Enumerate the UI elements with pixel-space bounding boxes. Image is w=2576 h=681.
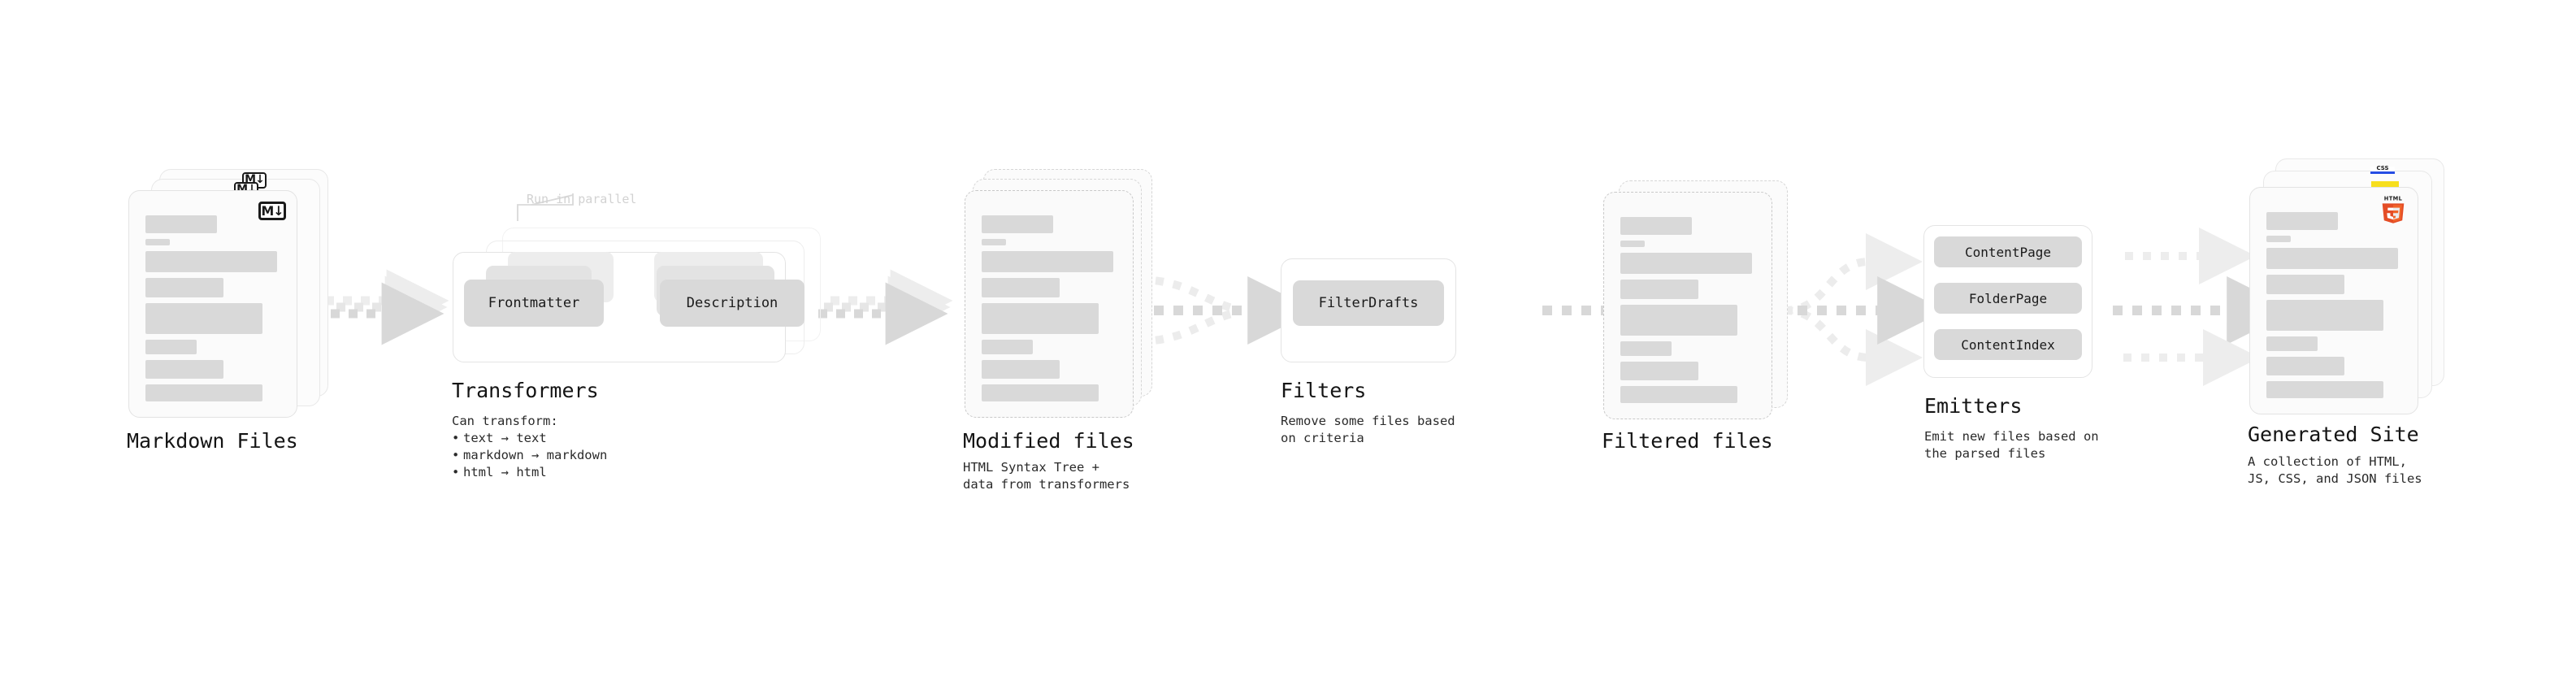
emitters-description: Emit new files based on the parsed files [1924,428,2099,462]
generated-site-card[interactable]: HTML [2249,187,2418,414]
transformers-bullet: html → html [452,464,607,481]
html5-icon: HTML [2382,196,2405,223]
arrow-emitters-to-site [2113,228,2296,386]
content-bar [2266,381,2383,398]
generated-site-description-line: JS, CSS, and JSON files [2248,471,2422,486]
modified-files-description: HTML Syntax Tree + data from transformer… [963,459,1130,493]
arrow-filtered-to-emitters [1778,233,1946,386]
content-bar [145,360,223,379]
modified-file-card[interactable] [965,190,1134,418]
content-bar [2266,336,2318,351]
markdown-file-card[interactable]: M↓ [128,190,297,418]
stage-title-filters: Filters [1281,379,1367,402]
filters-description-line: Remove some files based [1281,414,1455,428]
content-bar [2266,275,2344,294]
content-bar [2266,300,2383,331]
arrow-modified-to-filters [1134,275,1316,345]
emitter-node-contentindex[interactable]: ContentIndex [1934,329,2082,360]
modified-files-description-line: data from transformers [963,477,1130,492]
filtered-file-card[interactable] [1603,192,1772,419]
stage-title-filtered-files: Filtered files [1602,429,1773,453]
content-bar [1620,241,1645,247]
content-bar [982,278,1060,297]
content-bar [2266,357,2344,375]
content-bar [982,251,1113,272]
run-in-parallel-leader [517,193,574,221]
transformers-bullet: text → text [452,430,607,447]
content-bar [2266,236,2291,242]
content-bar [982,360,1060,379]
transformer-node-description[interactable]: Description [660,280,804,327]
generated-site-description-line: A collection of HTML, [2248,454,2407,469]
content-bar [1620,341,1672,356]
transformers-bullet: markdown → markdown [452,447,607,464]
modified-card-content-bars [982,215,1117,407]
content-bar [982,215,1053,233]
content-bar [982,340,1033,354]
content-bar [2266,248,2398,269]
modified-files-description-line: HTML Syntax Tree + [963,460,1099,475]
transformers-description-line: Can transform: [452,414,558,428]
emitter-node-folderpage[interactable]: FolderPage [1934,283,2082,314]
run-in-parallel-label: Run in parallel [527,192,637,206]
stage-title-emitters: Emitters [1924,394,2023,418]
markdown-icon: M↓ [258,202,286,220]
content-bar [982,239,1006,245]
css3-icon-underline [2370,171,2395,174]
emitter-node-contentpage[interactable]: ContentPage [1934,236,2082,267]
content-bar [1620,280,1698,299]
stage-title-generated-site: Generated Site [2248,423,2419,446]
content-bar [1620,217,1692,235]
content-bar [1620,386,1737,403]
content-bar [1620,305,1737,336]
filter-node-filterdrafts[interactable]: FilterDrafts [1293,280,1444,326]
transformer-node-frontmatter[interactable]: Frontmatter [464,280,604,327]
emitters-description-line: Emit new files based on [1924,429,2099,444]
markdown-card-content-bars [145,215,280,407]
generated-site-description: A collection of HTML, JS, CSS, and JSON … [2248,453,2422,488]
content-bar [145,340,197,354]
generated-site-content-bars [2266,212,2401,404]
stage-title-modified-files: Modified files [963,429,1134,453]
filters-description: Remove some files based on criteria [1281,413,1455,447]
arrow-markdown-to-transformers [313,269,449,345]
css3-icon: CSS [2370,165,2395,174]
content-bar [2266,212,2338,230]
svg-text:HTML: HTML [2384,196,2403,202]
content-bar [145,239,170,245]
emitters-description-line: the parsed files [1924,446,2046,461]
content-bar [145,303,262,334]
content-bar [982,384,1099,401]
arrow-transformers-to-modified [818,269,953,345]
filtered-card-content-bars [1620,217,1755,409]
content-bar [145,215,217,233]
content-bar [982,303,1099,334]
content-bar [1620,362,1698,380]
css3-icon-label: CSS [2376,165,2389,171]
stage-title-transformers: Transformers [452,379,599,402]
content-bar [145,278,223,297]
transformers-description: Can transform: text → text markdown → ma… [452,413,607,481]
content-bar [145,384,262,401]
stage-title-markdown-files: Markdown Files [127,429,298,453]
content-bar [1620,253,1752,274]
content-bar [145,251,277,272]
filters-description-line: on criteria [1281,431,1364,445]
